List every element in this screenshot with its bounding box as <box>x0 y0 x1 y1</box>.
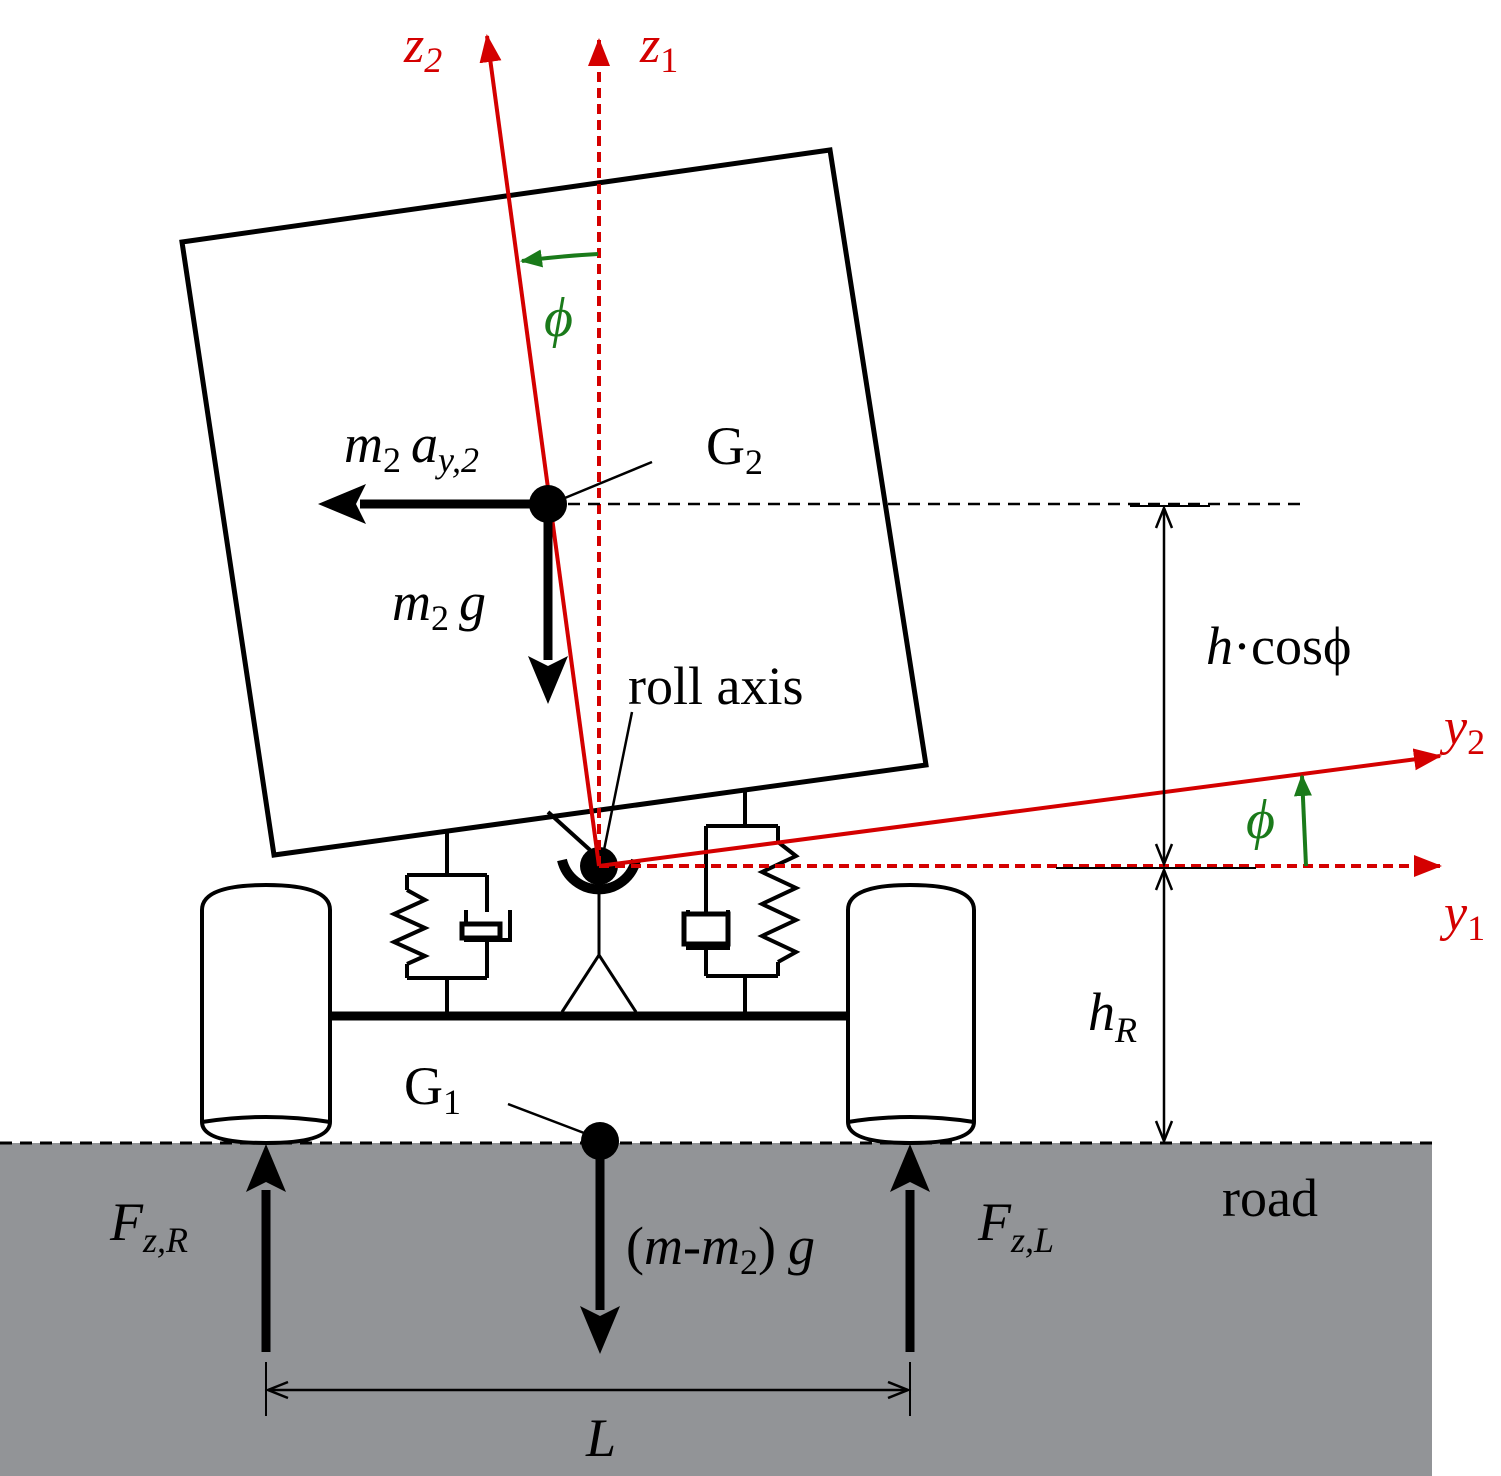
label-g1: G1 <box>404 1056 461 1122</box>
label-hcos: h·cosϕ <box>1206 616 1351 676</box>
track-width-arrow-a <box>264 1380 289 1400</box>
label-z1: z1 <box>639 17 678 80</box>
hr-arrow-bottom <box>1154 1120 1174 1145</box>
g2-leader-line <box>559 460 653 502</box>
label-roll-axis: roll axis <box>628 656 803 716</box>
track-width-arrow-b <box>887 1380 912 1400</box>
label-y1: y1 <box>1439 885 1485 948</box>
g1-leader-line <box>507 1102 593 1138</box>
roll-joint <box>546 810 641 1013</box>
label-fz-left: Fz,L <box>977 1192 1054 1260</box>
inertial-force-arrowhead <box>318 484 366 524</box>
suspension-left-side <box>681 790 801 1016</box>
suspension-right-side <box>389 830 512 1016</box>
phi-arc-right <box>1293 774 1312 867</box>
z2-axis <box>479 34 601 867</box>
label-z2: z2 <box>403 17 442 80</box>
road-surface <box>0 1143 1432 1476</box>
label-g2: G2 <box>706 416 763 482</box>
label-phi-top: ϕ <box>544 287 573 349</box>
hcos-arrow-top <box>1154 504 1174 529</box>
label-fz-right: Fz,R <box>109 1192 188 1260</box>
label-gravity1: (m-m2)g <box>626 1216 815 1282</box>
label-phi-right: ϕ <box>1246 789 1275 851</box>
phi-arc-top <box>520 249 599 268</box>
roll-axis-leader <box>602 711 634 851</box>
label-y2: y2 <box>1439 699 1485 762</box>
label-road: road <box>1222 1168 1318 1228</box>
wheel-right <box>200 882 332 1146</box>
label-track-width: L <box>585 1408 616 1468</box>
label-hr: hR <box>1088 982 1137 1050</box>
wheel-left <box>846 882 976 1146</box>
fz-right-arrowhead <box>246 1144 286 1192</box>
gravity2-arrowhead <box>528 656 568 704</box>
gravity1-arrowhead <box>580 1306 620 1354</box>
hr-arrow-top <box>1154 866 1174 891</box>
hcos-arrow-bottom <box>1154 843 1174 868</box>
fz-left-arrowhead <box>890 1144 930 1192</box>
